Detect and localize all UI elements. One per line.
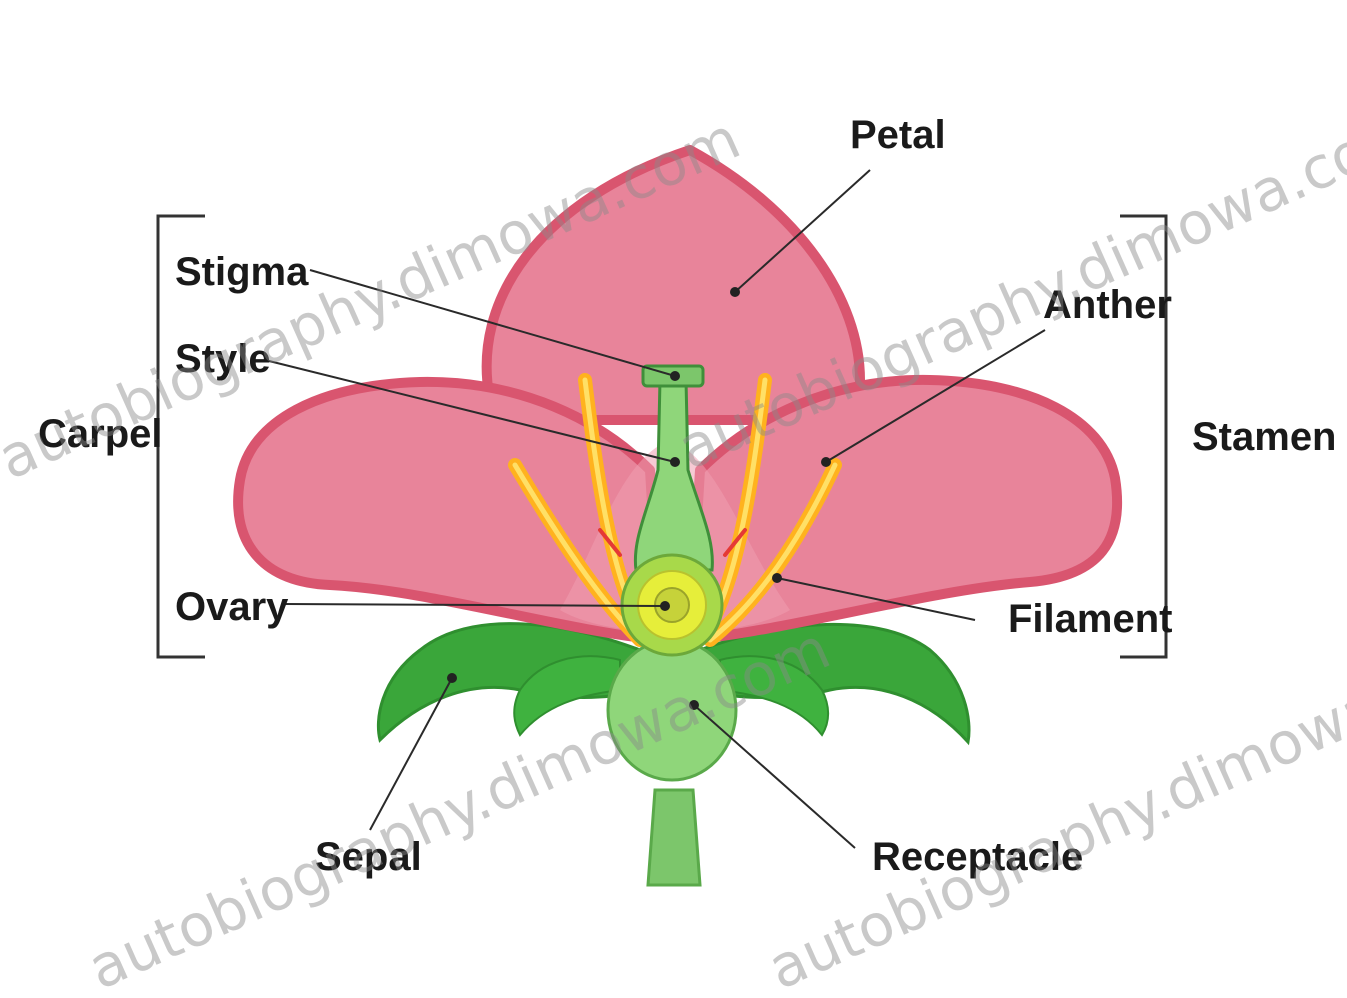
dot-filament xyxy=(772,573,782,583)
dot-style xyxy=(670,457,680,467)
dot-sepal xyxy=(447,673,457,683)
label-filament: Filament xyxy=(1008,597,1172,641)
label-petal: Petal xyxy=(850,113,946,157)
label-stigma: Stigma xyxy=(175,250,309,294)
stem xyxy=(648,790,700,885)
dot-stigma xyxy=(670,371,680,381)
label-stamen: Stamen xyxy=(1192,415,1337,459)
dot-anther xyxy=(821,457,831,467)
dot-petal xyxy=(730,287,740,297)
dot-ovary xyxy=(660,601,670,611)
label-ovary: Ovary xyxy=(175,585,289,629)
